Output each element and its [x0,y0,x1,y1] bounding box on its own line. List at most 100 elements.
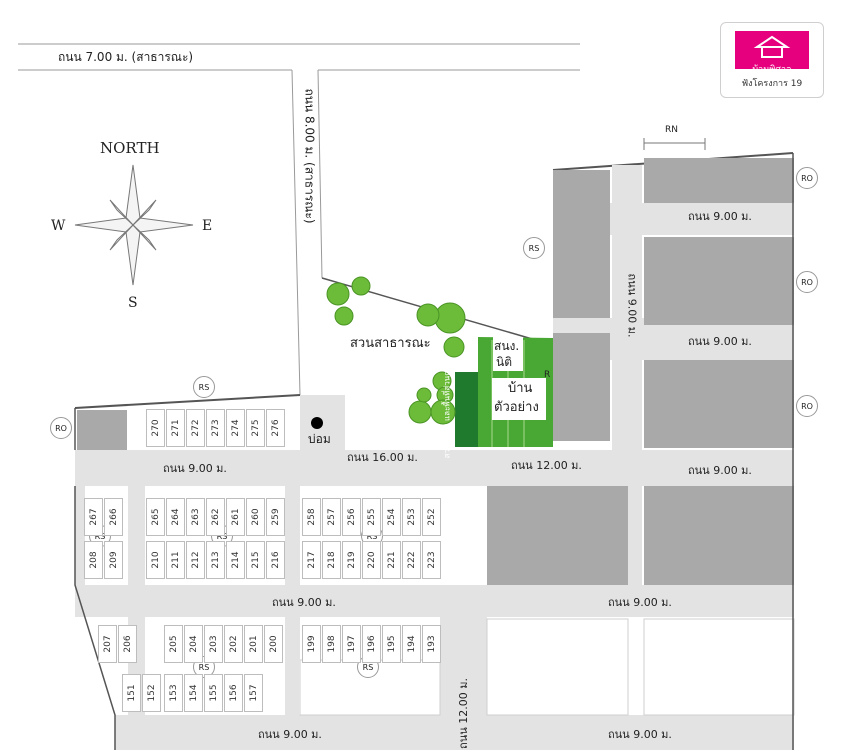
lot-number: 202 [228,635,239,653]
lot-plot[interactable]: 198 [322,625,341,663]
lot-plot[interactable]: 258 [302,498,321,536]
lot-plot[interactable]: 216 [266,541,285,579]
lot-number: 260 [250,508,261,526]
lot-plot[interactable]: 270 [146,409,165,447]
lot-plot[interactable]: 154 [184,674,203,712]
lot-number: 274 [230,419,241,437]
lot-plot[interactable]: 274 [226,409,245,447]
lot-plot[interactable]: 256 [342,498,361,536]
trees [326,276,466,425]
lot-plot[interactable]: 257 [322,498,341,536]
lot-number: 255 [366,508,377,526]
lot-plot[interactable]: 156 [224,674,243,712]
lot-plot[interactable]: 205 [164,625,183,663]
compass-rose [74,164,194,286]
lot-number: 218 [326,551,337,569]
lot-plot[interactable]: 194 [402,625,421,663]
lot-plot[interactable]: 276 [266,409,285,447]
lot-plot[interactable]: 212 [186,541,205,579]
lot-number: 264 [170,508,181,526]
lot-plot[interactable]: 272 [186,409,205,447]
lot-number: 259 [270,508,281,526]
road-label-public-vertical: ถนน 8.00 ม. (สาธารณะ) [302,88,317,224]
lot-plot[interactable]: 262 [206,498,225,536]
lot-number: 203 [208,635,219,653]
lot-plot[interactable]: 260 [246,498,265,536]
lot-plot[interactable]: 275 [246,409,265,447]
lot-number: 252 [426,508,437,526]
lot-plot[interactable]: 265 [146,498,165,536]
lot-plot[interactable]: 273 [206,409,225,447]
blocks [77,158,794,585]
lot-plot[interactable]: 210 [146,541,165,579]
lot-plot[interactable]: 155 [204,674,223,712]
marker-ro: RO [796,271,818,293]
compass-west: W [51,218,66,234]
lot-number: 265 [150,508,161,526]
lot-plot[interactable]: 255 [362,498,381,536]
lot-number: 198 [326,635,337,653]
compass-east: E [202,218,213,234]
lot-plot[interactable]: 213 [206,541,225,579]
lot-plot[interactable]: 207 [98,625,117,663]
lot-plot[interactable]: 220 [362,541,381,579]
lot-plot[interactable]: 215 [246,541,265,579]
lot-plot[interactable]: 267 [84,498,103,536]
lot-number: 254 [386,508,397,526]
lot-plot[interactable]: 206 [118,625,137,663]
lot-plot[interactable]: 196 [362,625,381,663]
lot-plot[interactable]: 223 [422,541,441,579]
lot-plot[interactable]: 151 [122,674,141,712]
lot-number: 193 [426,635,437,653]
lot-number: 200 [268,635,279,653]
lot-number: 194 [406,635,417,653]
lot-number: 271 [170,419,181,437]
lot-plot[interactable]: 202 [224,625,243,663]
lot-plot[interactable]: 271 [166,409,185,447]
lot-plot[interactable]: 254 [382,498,401,536]
lot-plot[interactable]: 152 [142,674,161,712]
lot-plot[interactable]: 193 [422,625,441,663]
office-label-line1: สนง. [494,339,520,353]
lot-plot[interactable]: 218 [322,541,341,579]
lot-plot[interactable]: 203 [204,625,223,663]
lot-plot[interactable]: 153 [164,674,183,712]
lot-plot[interactable]: 200 [264,625,283,663]
lot-number: 258 [306,508,317,526]
pond-label: บ่อม [308,432,331,446]
road-label-left-row1: ถนน 9.00 ม. [163,462,227,475]
marker-ro: RO [796,167,818,189]
lot-plot[interactable]: 263 [186,498,205,536]
lot-number: 154 [188,684,199,702]
road-label-main-right: ถนน 12.00 ม. [511,459,582,472]
lot-plot[interactable]: 214 [226,541,245,579]
lot-plot[interactable]: 259 [266,498,285,536]
lot-plot[interactable]: 222 [402,541,421,579]
lot-plot[interactable]: 221 [382,541,401,579]
lot-plot[interactable]: 261 [226,498,245,536]
lot-plot[interactable]: 197 [342,625,361,663]
lot-plot[interactable]: 252 [422,498,441,536]
lot-plot[interactable]: 217 [302,541,321,579]
lot-plot[interactable]: 195 [382,625,401,663]
road-label-bottom-vertical: ถนน 12.00 ม. [456,678,470,749]
lot-number: 256 [346,508,357,526]
lot-plot[interactable]: 264 [166,498,185,536]
lot-plot[interactable]: 253 [402,498,421,536]
lot-number: 273 [210,419,221,437]
lot-plot[interactable]: 266 [104,498,123,536]
lot-number: 253 [406,508,417,526]
lot-plot[interactable]: 204 [184,625,203,663]
lot-plot[interactable]: 199 [302,625,321,663]
lot-plot[interactable]: 211 [166,541,185,579]
lot-number: 214 [230,551,241,569]
lot-plot[interactable]: 201 [244,625,263,663]
lot-number: 267 [88,508,99,526]
lot-plot[interactable]: 157 [244,674,263,712]
lot-plot[interactable]: 208 [84,541,103,579]
lot-plot[interactable]: 209 [104,541,123,579]
office-label-line2: นิติ [496,355,512,369]
logo-badge: บ้านพิศาล [735,31,809,75]
lot-number: 216 [270,551,281,569]
lot-plot[interactable]: 219 [342,541,361,579]
